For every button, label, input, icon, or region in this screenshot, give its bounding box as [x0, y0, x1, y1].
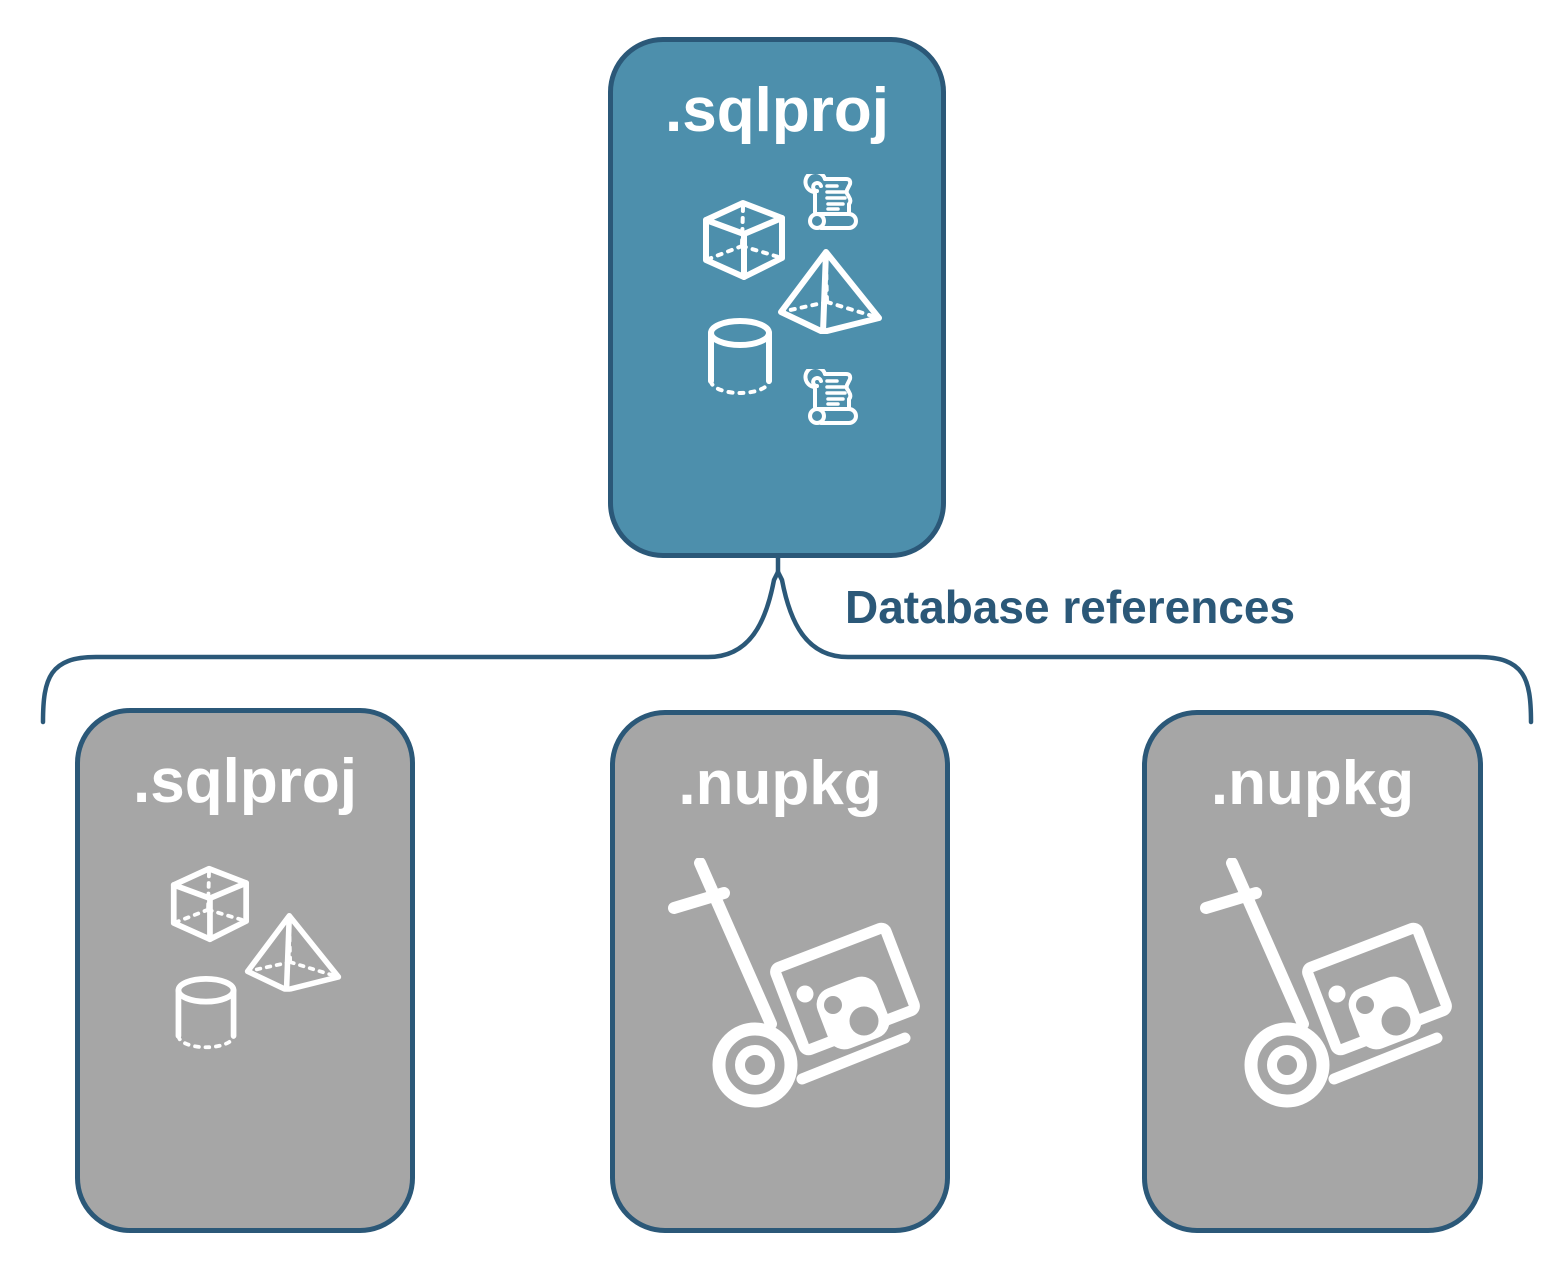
- scroll-icon: [801, 174, 867, 232]
- hand-truck-package-icon: [1197, 858, 1457, 1118]
- cylinder-icon: [707, 318, 773, 398]
- hand-truck-package-icon: [665, 858, 925, 1118]
- node-title: .sqlproj: [133, 747, 357, 816]
- node-title: .nupkg: [1210, 749, 1415, 818]
- connector-brace: [40, 566, 1534, 725]
- node-title: .nupkg: [678, 749, 882, 818]
- scroll-icon: [801, 369, 867, 427]
- cube-icon: [698, 197, 788, 282]
- cube-icon: [166, 863, 252, 944]
- pyramid-icon: [776, 246, 884, 334]
- node-root-sqlproj: .sqlproj: [608, 37, 946, 558]
- edge-label-database-references: Database references: [845, 581, 1296, 633]
- node-child-nupkg-2: .nupkg: [1142, 710, 1483, 1233]
- node-title: .sqlproj: [665, 76, 889, 145]
- node-child-nupkg-1: .nupkg: [610, 710, 950, 1233]
- node-child-sqlproj: .sqlproj: [75, 708, 415, 1233]
- pyramid-icon: [243, 910, 343, 992]
- cylinder-icon: [173, 976, 239, 1052]
